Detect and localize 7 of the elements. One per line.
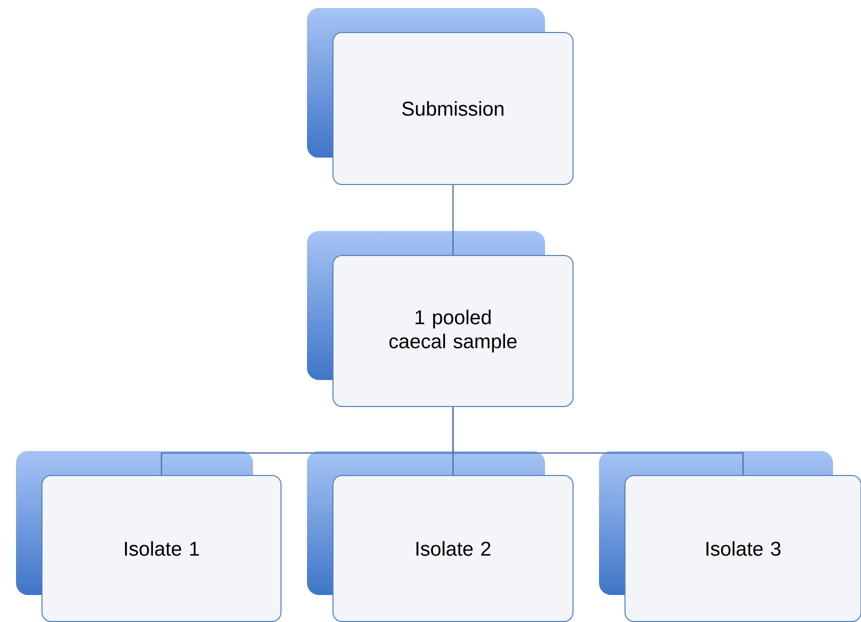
connector-line — [452, 185, 454, 255]
process-box: Isolate 2 — [332, 475, 574, 622]
process-box: 1 pooled caecal sample — [332, 255, 574, 407]
process-box: Submission — [332, 32, 574, 185]
process-box: Isolate 3 — [624, 475, 861, 622]
connector-line — [452, 407, 744, 475]
process-box: Isolate 1 — [42, 475, 282, 622]
